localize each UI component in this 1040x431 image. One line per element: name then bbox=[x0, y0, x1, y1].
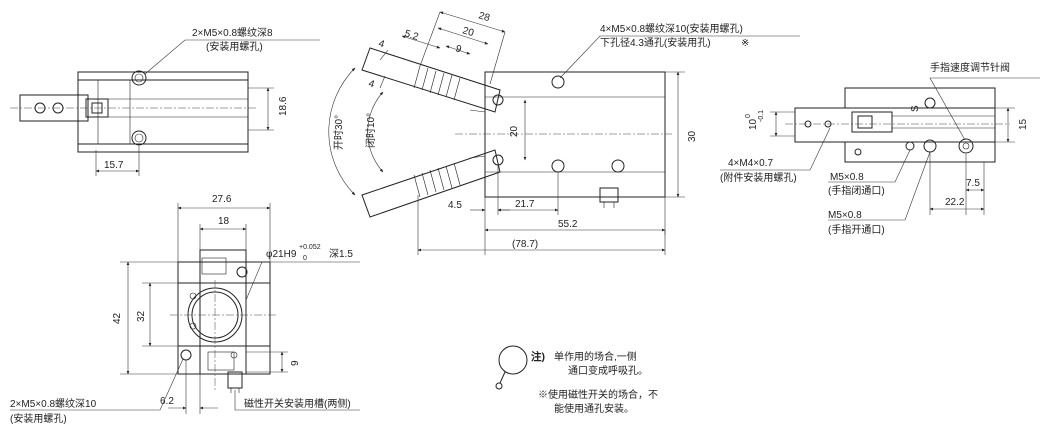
bore-spec: φ21H9 bbox=[266, 249, 297, 260]
center-dim-9: 9 bbox=[454, 43, 463, 55]
end-dim-height-outer: 42 bbox=[112, 312, 123, 324]
right-dim-10-tol-lower: -0.1 bbox=[758, 110, 765, 122]
center-dim-21-7: 21.7 bbox=[515, 199, 535, 210]
right-dim-7-5: 7.5 bbox=[966, 178, 980, 189]
right-dim-10-tol-upper: 0 bbox=[745, 114, 752, 118]
center-dim-20-top: 20 bbox=[461, 25, 475, 39]
left-mount-hole-bottom bbox=[131, 130, 147, 146]
needle-valve-port bbox=[924, 97, 936, 109]
right-dim-10: 10 bbox=[748, 118, 759, 130]
right-callout-open-purpose: (手指开通口) bbox=[828, 223, 885, 236]
center-dim-5-2: 5.2 bbox=[403, 28, 420, 43]
center-callout-mark: ※ bbox=[741, 38, 749, 49]
right-callout-open: M5×0.8 bbox=[828, 210, 862, 221]
angle-closed: 闭时10° bbox=[364, 113, 377, 148]
upper-jaw bbox=[361, 47, 501, 113]
center-dim-20-mid: 20 bbox=[509, 125, 520, 137]
right-letter-s: S bbox=[910, 105, 921, 112]
left-dim-offset: 15.7 bbox=[104, 160, 124, 171]
center-dim-4a: 4 bbox=[377, 38, 386, 50]
right-side-view bbox=[720, 77, 1040, 221]
right-dim-22-2: 22.2 bbox=[945, 197, 965, 208]
right-callout-m4-purpose: (附件安装用螺孔) bbox=[720, 171, 797, 184]
angle-open: 开时30° bbox=[333, 115, 345, 150]
needle-valve bbox=[958, 138, 974, 154]
end-callout-purpose: (安装用螺孔) bbox=[10, 412, 67, 425]
end-dim-offset: 6.2 bbox=[160, 396, 174, 407]
center-main-view bbox=[328, 11, 800, 255]
lower-jaw bbox=[361, 149, 501, 218]
bore-tol-lower: 0 bbox=[303, 255, 307, 262]
main-body-outline bbox=[484, 71, 666, 198]
left-callout-purpose: (安装用螺孔) bbox=[206, 40, 263, 53]
note-label: 注) bbox=[531, 350, 545, 363]
center-dim-78-7: (78.7) bbox=[512, 239, 538, 250]
note-area bbox=[495, 345, 528, 390]
note-line1: 单作用的场合,一侧 bbox=[554, 350, 637, 363]
right-dim-15: 15 bbox=[1018, 118, 1029, 130]
switch-body bbox=[227, 371, 243, 389]
end-mount-hole bbox=[180, 349, 192, 361]
end-callout-thread: 2×M5×0.8螺纹深10 bbox=[10, 397, 97, 410]
bore-tol-upper: +0.052 bbox=[299, 244, 321, 251]
right-callout-close: M5×0.8 bbox=[830, 172, 864, 183]
center-dim-55-2: 55.2 bbox=[558, 219, 578, 230]
left-body-outline bbox=[77, 71, 249, 153]
center-dim-30: 30 bbox=[687, 130, 698, 142]
note-line3: ※使用磁性开关的场合，不 bbox=[538, 388, 658, 401]
left-callout-thread: 2×M5×0.8螺纹深8 bbox=[192, 26, 273, 39]
center-dim-4-5: 4.5 bbox=[448, 200, 462, 211]
end-dim-width-outer: 27.6 bbox=[212, 194, 232, 205]
bottom-end-view bbox=[10, 203, 360, 414]
right-callout-close-purpose: (手指闭通口) bbox=[828, 184, 885, 197]
end-dim-slot: 9 bbox=[290, 360, 301, 366]
end-callout-slot: 磁性开关安装用槽(两侧) bbox=[244, 397, 351, 410]
center-dim-4b: 4 bbox=[367, 78, 376, 90]
main-switch bbox=[599, 187, 619, 203]
center-callout-line1: 4×M5×0.8螺纹深10(安装用螺孔) bbox=[600, 22, 743, 35]
needle-valve-label: 手指速度调节针阀 bbox=[930, 61, 1010, 74]
left-mount-hole-top bbox=[131, 70, 147, 86]
center-dim-28: 28 bbox=[477, 10, 491, 24]
left-dim-height: 18.6 bbox=[278, 96, 289, 116]
left-side-view bbox=[10, 39, 320, 176]
exhaust-fitting-icon bbox=[498, 345, 528, 375]
end-dim-width-inner: 18 bbox=[218, 216, 230, 227]
end-dim-height-inner: 32 bbox=[136, 310, 147, 322]
note-line4: 能使用通孔安装。 bbox=[554, 402, 634, 415]
right-callout-m4: 4×M4×0.7 bbox=[728, 158, 773, 169]
note-line2: 通口变成呼吸孔。 bbox=[568, 364, 648, 377]
bore-depth: 深1.5 bbox=[329, 248, 353, 260]
center-callout-line2: 下孔径4.3通孔(安装用孔) bbox=[600, 36, 711, 49]
